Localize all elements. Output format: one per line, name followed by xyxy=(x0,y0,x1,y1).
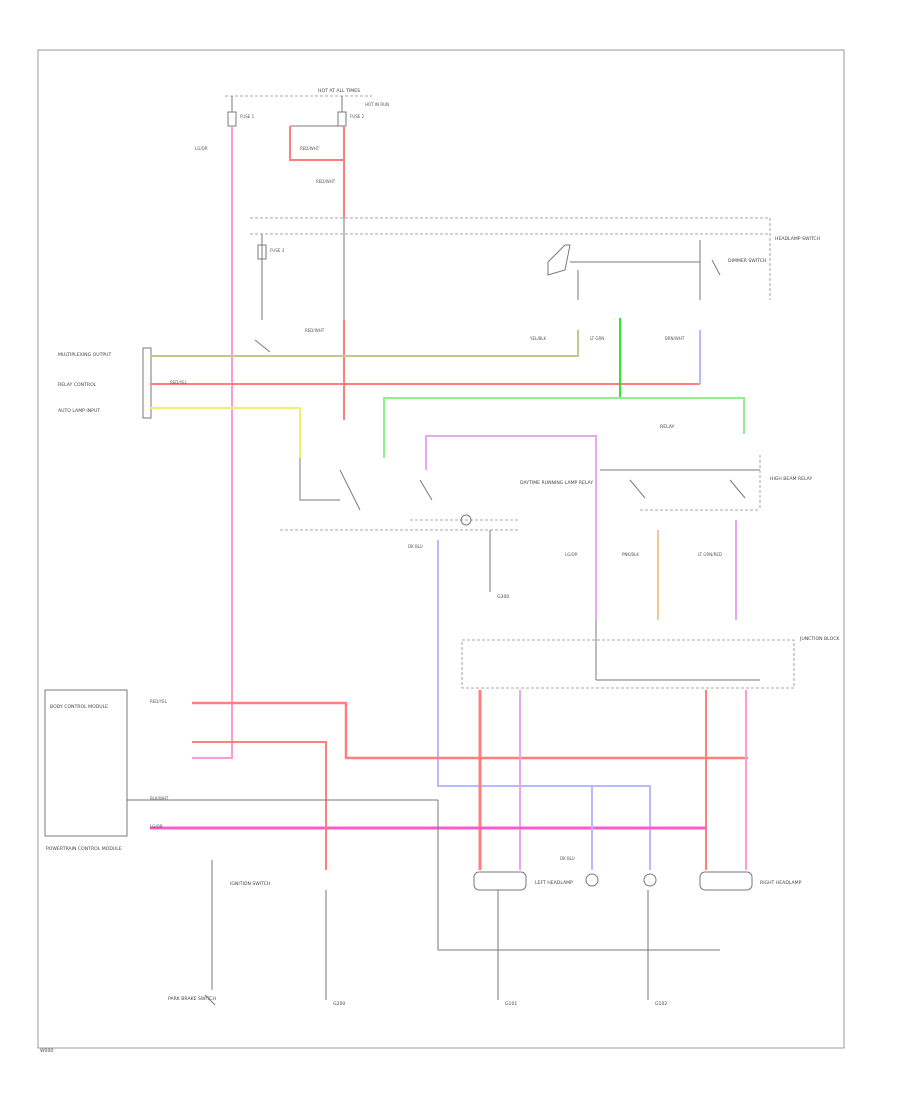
wire-label-8: BRN/WHT xyxy=(665,336,685,341)
fuse-panel: HOT AT ALL TIMES FUSE 1 FUSE 2 HOT IN RU… xyxy=(225,88,389,127)
ml-control-output-label: MULTIPLEXING OUTPUT xyxy=(58,352,112,358)
ml-relay-ctrl-label: RELAY CONTROL xyxy=(58,382,97,388)
headlamp-switch: HEADLAMP SWITCH FUSE 3 DIMMER SWITCH xyxy=(250,217,820,353)
right-headlamp-label: RIGHT HEADLAMP xyxy=(760,880,802,886)
wire-label-11: PNK/BLK xyxy=(622,552,639,557)
fuse-mid-label: FUSE 3 xyxy=(270,248,285,253)
body-control-label: BODY CONTROL MODULE xyxy=(50,704,108,710)
grounds: G101 G102 G200 G300 xyxy=(325,570,667,1007)
wire-pink-main xyxy=(192,126,233,759)
wire-label-4: RED/WHT xyxy=(305,328,325,333)
ground-mid-label: G200 xyxy=(333,1001,345,1007)
wire-blue xyxy=(437,540,651,870)
wire-label-6: RED/YEL xyxy=(170,380,188,385)
wire-yellow xyxy=(150,407,301,458)
wire-red-lower xyxy=(192,701,748,760)
wire-label-9: DK BLU xyxy=(408,544,423,549)
wire-label-5: YEL/BLK xyxy=(529,336,547,341)
wire-red-ps xyxy=(192,741,327,870)
fuse-panel-label: HOT AT ALL TIMES xyxy=(318,88,360,94)
ign-sw-label: IGNITION SWITCH xyxy=(230,881,270,887)
wire-label-10: LG/OR xyxy=(565,552,578,557)
headlamp-switch-label: HEADLAMP SWITCH xyxy=(775,236,820,242)
wire-red-fuse xyxy=(289,126,344,161)
wire-label-7: LT GRN xyxy=(590,336,604,341)
left-headlamp-label: LEFT HEADLAMP xyxy=(535,880,573,886)
junction-block-label: JUNCTION BLOCK xyxy=(799,636,840,642)
wire-label-16: LG/OR xyxy=(150,824,163,829)
junction-block: JUNCTION BLOCK xyxy=(461,620,840,689)
fuse1-label: FUSE 1 xyxy=(240,114,255,119)
wire-label-12: LT GRN/RED xyxy=(698,552,722,557)
wire-label-2: RED/WHT xyxy=(300,146,320,151)
wire-green-light xyxy=(383,397,745,458)
wire-label-1: LG/OR xyxy=(195,146,208,151)
auto-lamp-input-label: AUTO LAMP INPUT xyxy=(58,408,100,414)
right-headlamp: RIGHT HEADLAMP xyxy=(643,871,802,891)
wire-olive xyxy=(150,330,579,357)
wire-label-15: RED/YEL xyxy=(150,699,168,704)
wire-label-14: DK BLU xyxy=(560,856,575,861)
park-brake-label: PARK BRAKE SWITCH xyxy=(168,996,216,1002)
ml-connector: MULTIPLEXING OUTPUT RELAY CONTROL AUTO L… xyxy=(58,347,152,419)
relay-label: RELAY xyxy=(660,424,675,430)
ground-r-label: G102 xyxy=(655,1001,667,1007)
left-headlamp: LEFT HEADLAMP xyxy=(473,871,599,891)
ground-l-label: G101 xyxy=(505,1001,517,1007)
wire-label-3: RED/WHT xyxy=(316,179,336,184)
dimmer-switch-label: DIMMER SWITCH xyxy=(728,258,766,264)
ground-bottom-label: G300 xyxy=(497,594,509,600)
hot-run-label: HOT IN RUN xyxy=(365,102,389,107)
wire-label-13: BLK/WHT xyxy=(150,796,169,801)
daytime-relay-label: DAYTIME RUNNING LAMP RELAY xyxy=(520,480,593,486)
wire-lavender-loop xyxy=(425,435,597,620)
fuse2-label: FUSE 2 xyxy=(350,114,365,119)
footer-code: W000 xyxy=(40,1048,53,1054)
body-control-module: BODY CONTROL MODULE POWERTRAIN CONTROL M… xyxy=(44,689,720,951)
hi-beam-relay-label: HIGH BEAM RELAY xyxy=(770,476,812,482)
ignition-switch: IGNITION SWITCH PARK BRAKE SWITCH xyxy=(168,860,270,1006)
ps-module-label: POWERTRAIN CONTROL MODULE xyxy=(46,846,122,852)
diagram-frame xyxy=(37,49,845,1049)
